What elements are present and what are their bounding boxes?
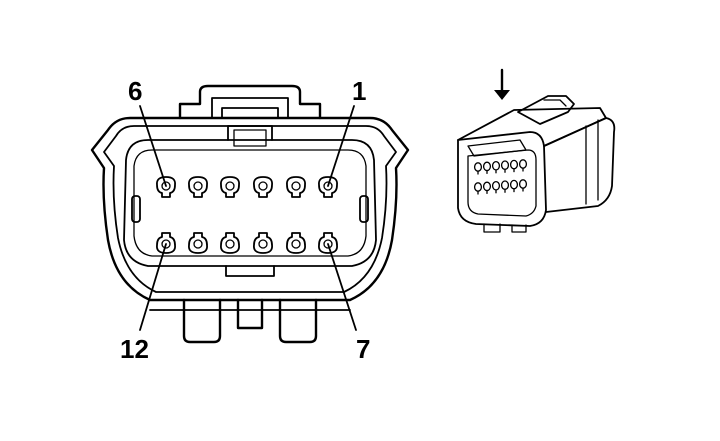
iso-bottom-tab-left — [483, 223, 501, 233]
pin-cavity-outline — [286, 176, 306, 198]
pin-cavity — [156, 176, 176, 198]
pin-contact — [161, 181, 171, 191]
pin-contact — [323, 239, 333, 249]
cavity-inner — [133, 149, 367, 257]
iso-housing-top — [457, 107, 607, 147]
pin-cavity-outline — [220, 232, 240, 254]
left-slot — [131, 195, 141, 223]
pin-contact — [193, 181, 203, 191]
connector-face — [90, 84, 410, 344]
top-latch — [178, 84, 322, 120]
pin-contact — [193, 239, 203, 249]
cavity-outer — [123, 139, 377, 267]
bottom-tab-center — [236, 298, 264, 330]
pin-cavity — [286, 232, 306, 254]
iso-pin — [518, 159, 528, 169]
iso-housing-side — [543, 117, 616, 213]
pin-contact — [225, 239, 235, 249]
pin-cavity-outline — [318, 176, 338, 198]
pin-label-12: 12 — [120, 334, 149, 364]
pin-cavity-outline — [188, 232, 208, 254]
bottom-key — [225, 265, 275, 277]
bottom-tab-left — [182, 298, 222, 344]
top-latch-inner — [211, 97, 289, 119]
pin-cavity-outline — [156, 232, 176, 254]
pin-cavity — [253, 232, 273, 254]
iso-pin — [500, 180, 510, 191]
iso-pin — [509, 159, 519, 170]
iso-pin — [500, 160, 510, 171]
pin-cavity-outline — [156, 176, 176, 198]
pin-contact — [258, 239, 268, 249]
iso-pin — [491, 160, 501, 171]
iso-pin — [473, 162, 483, 172]
iso-latch — [517, 95, 575, 125]
pin-cavity-outline — [286, 232, 306, 254]
pin-cavity-outline — [188, 176, 208, 198]
top-key-slot — [233, 129, 267, 147]
pin-cavity — [286, 176, 306, 198]
down-arrow-icon — [494, 90, 510, 100]
iso-pin — [482, 161, 492, 172]
pin-cavity-outline — [318, 232, 338, 254]
bottom-tab-right — [278, 298, 318, 344]
top-key — [227, 125, 273, 141]
pin-cavity — [318, 232, 338, 254]
pin-label-6: 6 — [128, 76, 143, 106]
iso-housing-front — [457, 131, 547, 227]
iso-pin-cavities — [473, 159, 528, 195]
leader-pin-1 — [327, 105, 355, 187]
pin-cavity-outline — [220, 176, 240, 198]
right-slot — [359, 195, 369, 223]
pin-cavity-outline — [253, 176, 273, 198]
leader-pin-12 — [139, 243, 167, 331]
leader-pin-6 — [139, 105, 167, 187]
pin-cavity — [220, 176, 240, 198]
iso-face-cavity — [467, 149, 537, 217]
pin-contact — [161, 239, 171, 249]
pin-cavity-outline — [253, 232, 273, 254]
iso-latch-inner — [543, 99, 567, 107]
pin-cavity — [188, 232, 208, 254]
leader-lines — [139, 105, 357, 331]
pin-label-7: 7 — [356, 334, 371, 364]
iso-pin — [509, 179, 519, 190]
pin-contact — [225, 181, 235, 191]
pin-label-1: 1 — [352, 76, 367, 106]
pin-contact — [291, 181, 301, 191]
pin-cavity — [253, 176, 273, 198]
pin-contact — [291, 239, 301, 249]
pin-contact — [258, 181, 268, 191]
pin-cavity — [220, 232, 240, 254]
iso-pin — [518, 179, 528, 189]
connector-isometric-view — [457, 68, 616, 233]
leader-pin-7 — [327, 243, 357, 331]
top-latch-window — [221, 107, 279, 119]
iso-pin — [473, 182, 483, 192]
pin-cavity — [318, 176, 338, 198]
iso-pin — [491, 180, 501, 191]
iso-bottom-tab-right — [511, 224, 527, 233]
pin-cavity — [188, 176, 208, 198]
outer-housing — [90, 116, 410, 302]
pin-cavities — [156, 176, 338, 254]
pin-contact — [323, 181, 333, 191]
iso-pin — [482, 181, 492, 192]
pin-cavity — [156, 232, 176, 254]
